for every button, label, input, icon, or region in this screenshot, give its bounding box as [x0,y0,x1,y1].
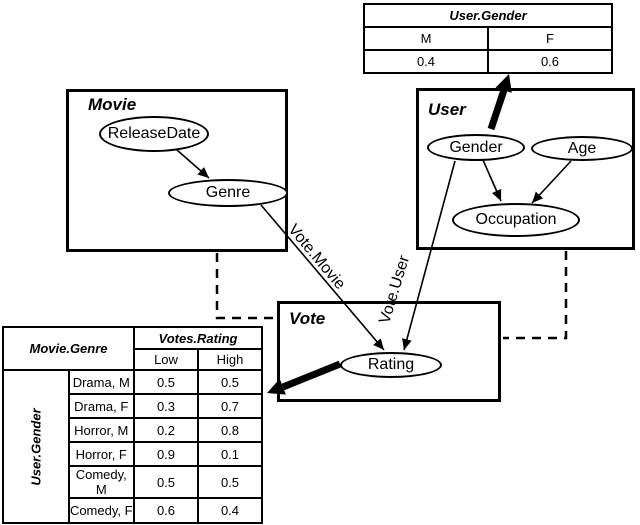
node-gender: Gender [427,134,525,161]
node-occupation: Occupation [452,203,580,237]
cpt-subheader-high: High [197,348,263,371]
cpt-row-group-label: User.Gender [2,369,70,524]
cpt-row-label: Horror, M [67,417,135,443]
user-entity-title: User [428,100,466,119]
gender-table-col-m: M [363,26,489,51]
node-genre: Genre [168,179,288,207]
table-row: Comedy, M 0.5 0.5 [3,465,263,499]
cpt-row-label: Comedy, M [67,465,135,499]
cpt-cell-low: 0.2 [133,417,199,443]
node-age: Age [531,136,633,161]
rating-cpt-table: Movie.Genre Votes.Rating Low High User.G… [2,325,263,524]
table-row: Comedy, F 0.6 0.4 [3,497,263,524]
vote-entity-title: Vote [289,309,326,328]
gender-table-val-f: 0.6 [487,49,613,74]
dashed-link-movie-to-vote [215,253,276,320]
cpt-header-movie-genre: Movie.Genre [2,326,135,371]
cpt-cell-high: 0.1 [197,441,263,467]
cpt-row-label: Horror, F [67,441,135,467]
movie-entity-title: Movie [88,95,137,114]
cpt-cell-low: 0.3 [133,393,199,419]
table-row: Horror, M 0.2 0.8 [3,417,263,443]
cpt-cell-high: 0.5 [197,465,263,499]
table-row: Horror, F 0.9 0.1 [3,441,263,467]
cpt-row-label: Comedy, F [67,497,135,524]
gender-probability-table: User.Gender M F 0.4 0.6 [363,3,613,74]
cpt-row-label: Drama, M [67,369,135,395]
table-row: Drama, F 0.3 0.7 [3,393,263,419]
cpt-cell-high: 0.7 [197,393,263,419]
cpt-cell-high: 0.5 [197,369,263,395]
cpt-cell-low: 0.9 [133,441,199,467]
cpt-cell-high: 0.4 [197,497,263,524]
cpt-cell-high: 0.8 [197,417,263,443]
gender-table-col-f: F [487,26,613,51]
cpt-header-votes-rating: Votes.Rating [133,325,263,351]
node-release-date: ReleaseDate [99,116,209,152]
cpt-subheader-low: Low [133,348,199,371]
cpt-cell-low: 0.6 [133,497,199,524]
cpt-user-gender-rotated-label: User.Gender [28,407,44,486]
gender-table-val-m: 0.4 [363,49,489,74]
cpt-cell-low: 0.5 [133,369,199,395]
dashed-link-user-to-vote [503,251,568,340]
cpt-row-label: Drama, F [67,393,135,419]
node-rating: Rating [340,352,442,378]
cpt-cell-low: 0.5 [133,465,199,499]
gender-table-title: User.Gender [363,3,613,28]
edge-label-vote-movie: Vote.Movie [284,221,348,293]
